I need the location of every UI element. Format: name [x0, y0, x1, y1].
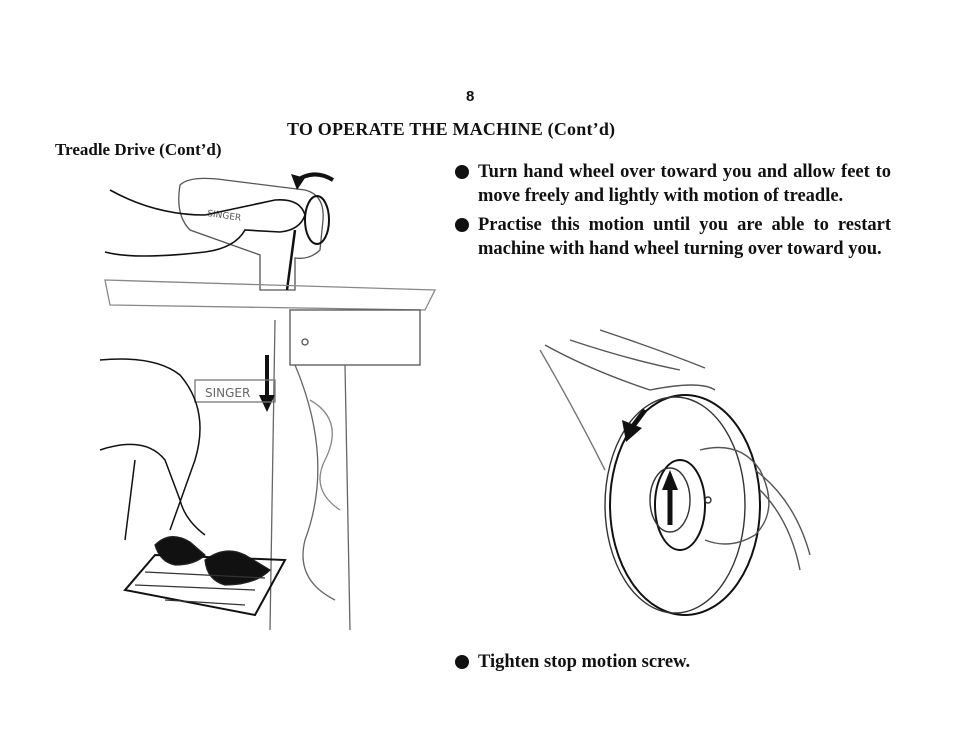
right-shoe — [204, 550, 272, 586]
operator-arm — [104, 189, 306, 257]
hand-wheel-illustration — [539, 329, 811, 616]
bullet-dot-icon — [455, 655, 469, 669]
treadle-plate — [123, 553, 287, 617]
machine-head — [178, 177, 324, 291]
instruction-list: Turn hand wheel over toward you and allo… — [455, 160, 891, 266]
bullet-dot-icon — [455, 165, 469, 179]
section-subtitle: Treadle Drive (Cont’d) — [55, 140, 222, 159]
hand-fingers — [544, 329, 716, 391]
treadle-machine-illustration: SINGER SINGER — [99, 172, 437, 631]
bullet-dot-icon — [455, 218, 469, 232]
instruction-item: Turn hand wheel over toward you and allo… — [455, 160, 891, 208]
instruction-item: Practise this motion until you are able … — [455, 213, 891, 261]
hand-wheel-rim — [609, 394, 761, 616]
instruction-text: Tighten stop motion screw. — [478, 652, 691, 672]
instruction-text: Turn hand wheel over toward you and allo… — [478, 162, 891, 206]
drive-belt — [285, 229, 297, 291]
page-number: 8 — [466, 88, 475, 105]
instruction-text: Practise this motion until you are able … — [478, 215, 891, 259]
operator-legs — [99, 358, 206, 541]
instruction-item-bottom: Tighten stop motion screw. — [455, 650, 690, 674]
drawer — [289, 309, 421, 366]
left-shoe — [154, 536, 206, 566]
stop-motion-knob — [654, 459, 706, 551]
hand-palm — [699, 446, 811, 571]
page-title: TO OPERATE THE MACHINE (Cont’d) — [287, 119, 616, 139]
cabinet-table — [104, 279, 437, 311]
hand-wheel — [304, 195, 330, 245]
brand-plate-label: SINGER — [205, 386, 250, 400]
cabinet-leg — [269, 319, 351, 631]
